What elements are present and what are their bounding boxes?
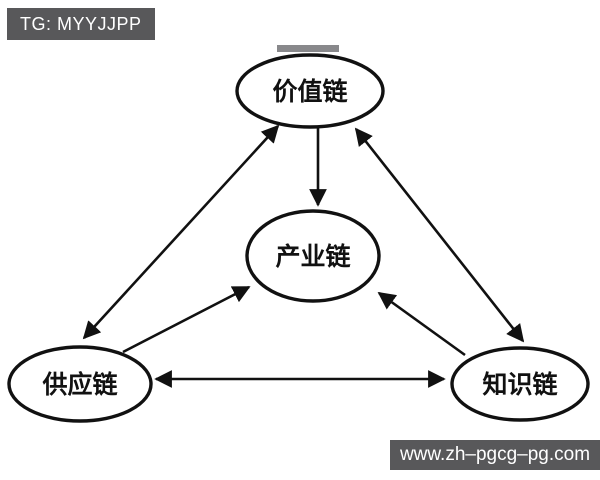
node-industry-chain-label: 产业链	[275, 242, 350, 271]
node-knowledge-chain	[450, 346, 590, 422]
edge-value-supply-bidirectional	[82, 124, 280, 340]
edge-knowledge-to-industry	[377, 291, 466, 357]
watermark-site-url: www.zh–pgcg–pg.com	[390, 440, 600, 470]
edge-value-knowledge-bidirectional	[354, 127, 525, 343]
node-value-chain	[235, 53, 385, 129]
erased-watermark-smudge	[277, 45, 339, 52]
node-supply-chain	[7, 345, 153, 423]
node-knowledge-chain-label: 知识链	[482, 370, 557, 399]
watermark-tag: TG: MYYJJPP	[7, 8, 155, 40]
node-value-chain-label: 价值链	[272, 77, 347, 106]
node-supply-chain-label: 供应链	[41, 370, 117, 399]
edge-supply-to-industry	[122, 285, 251, 354]
node-industry-chain	[245, 209, 381, 303]
